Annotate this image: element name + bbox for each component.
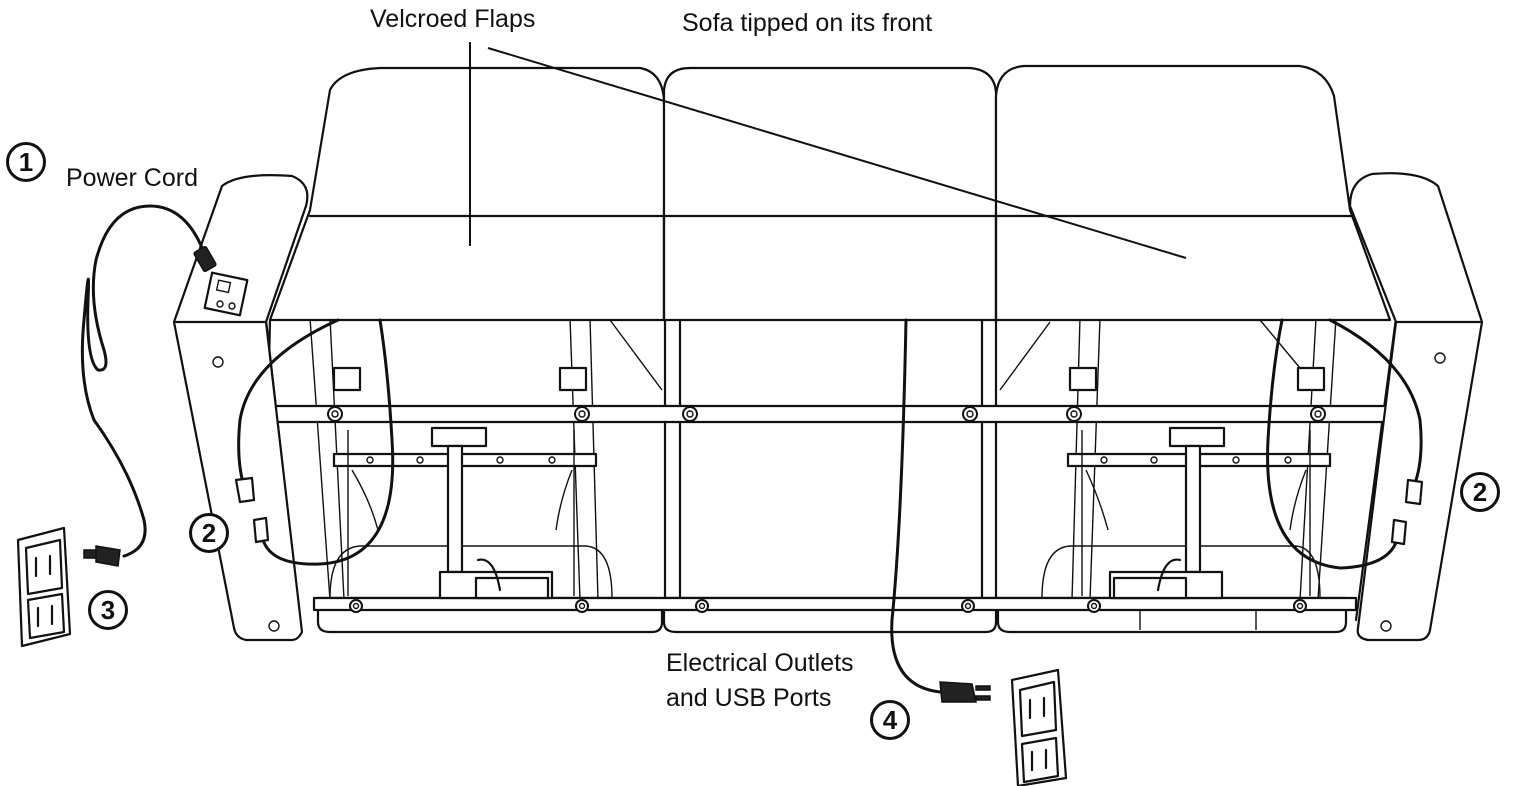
step-badge-4: 4 — [870, 700, 910, 740]
label-sofa-tipped: Sofa tipped on its front — [682, 9, 933, 37]
wall-outlet-right — [1010, 668, 1068, 786]
outlet-usb-cord — [890, 318, 991, 703]
label-velcroed-flaps: Velcroed Flaps — [370, 5, 536, 33]
rail-bolts — [327, 406, 1326, 613]
frame — [262, 316, 1398, 622]
right-recliner-mechanism — [1066, 366, 1332, 600]
left-recliner-mechanism — [332, 366, 598, 600]
left-internal-cords — [234, 318, 395, 566]
leader-lines — [469, 42, 1187, 259]
wall-outlet-left — [16, 526, 72, 648]
back-cushions — [268, 64, 1392, 322]
label-usb-ports: and USB Ports — [666, 684, 832, 712]
lower-cushion-outline — [329, 545, 1321, 599]
step-badge-2-left: 2 — [189, 513, 229, 553]
left-arm — [172, 174, 309, 642]
main-power-cord — [80, 204, 217, 567]
right-internal-cords — [1266, 318, 1424, 570]
step-badge-2-right: 2 — [1460, 472, 1500, 512]
label-power-cord: Power Cord — [66, 164, 198, 192]
label-electrical-outlets: Electrical Outlets — [666, 649, 854, 677]
step-badge-1: 1 — [6, 142, 46, 182]
step-badge-3: 3 — [88, 590, 128, 630]
